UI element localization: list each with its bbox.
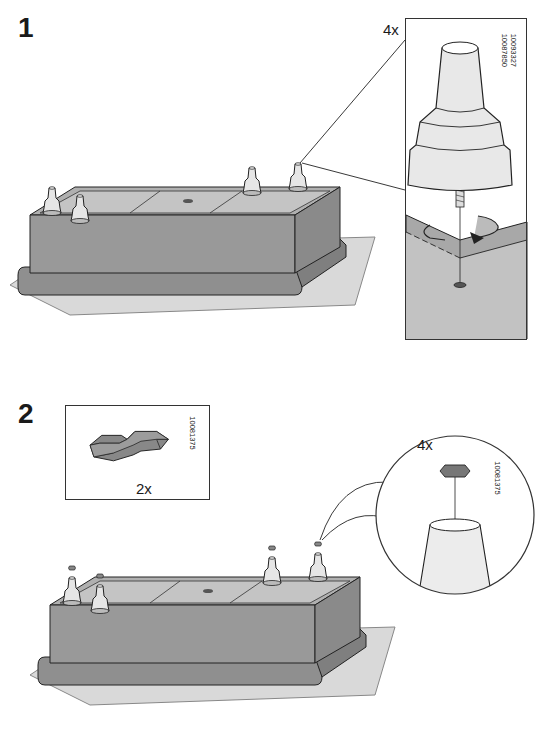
parts-box: 10081375 2x: [65, 405, 210, 500]
step-2-drawing: [30, 482, 395, 705]
quantity: 4x: [417, 436, 433, 453]
part-number: 10093327 10087850: [499, 33, 516, 73]
leg-top: [417, 521, 493, 605]
zoom-circle-outline: [375, 435, 535, 595]
quantity: 4x: [383, 21, 399, 38]
step-number: 2: [18, 398, 34, 430]
leader-line: [302, 163, 405, 190]
part-number: 10081375: [188, 416, 197, 456]
zoom-circle: 10081375: [375, 435, 535, 595]
step-number: 1: [18, 12, 34, 44]
zoom-inset: 10093327 10087850: [405, 18, 527, 340]
part-number: 10081375: [493, 461, 502, 501]
zoom-detail: [406, 42, 527, 339]
leader-line: [300, 40, 405, 163]
leg-cap: [440, 465, 470, 477]
quantity: 2x: [136, 480, 152, 497]
step-1-drawing: [10, 40, 405, 315]
